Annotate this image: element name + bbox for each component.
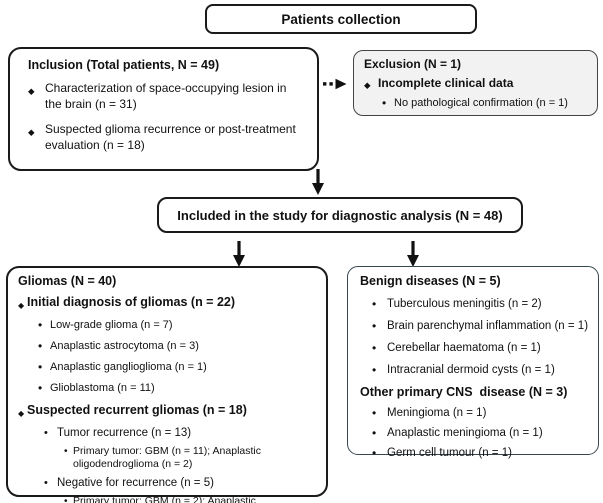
recurrent-item: • Tumor recurrence (n = 13) [44, 426, 318, 440]
recurrent-gliomas-label: Suspected recurrent gliomas (n = 18) [27, 403, 247, 417]
gliomas-header: Gliomas (N = 40) [18, 274, 117, 288]
recurrent-item-detail: • Primary tumor: GBM (n = 2); Anaplastic… [64, 495, 316, 503]
inclusion-header: Inclusion (Total patients, N = 49) [28, 58, 220, 72]
diamond-bullet-icon: ◆ [18, 409, 25, 418]
exclusion-item: ◆ Incomplete clinical data [364, 76, 589, 93]
recurrent-item-detail: • Primary tumor: GBM (n = 11); Anaplasti… [64, 445, 316, 471]
inclusion-item: ◆ Suspected glioma recurrence or post-tr… [28, 121, 303, 153]
gliomas-subitem: • Anaplastic ganglioglioma (n = 1) [38, 361, 318, 374]
initial-diagnosis-label: Initial diagnosis of gliomas (n = 22) [27, 295, 236, 309]
recurrent-item-detail-label: Primary tumor: GBM (n = 11); Anaplastic … [73, 445, 261, 470]
gliomas-subitem-label: Low-grade glioma (n = 7) [50, 319, 173, 331]
round-bullet-icon: • [64, 496, 68, 503]
benign-item: • Tuberculous meningitis (n = 2) [372, 297, 590, 311]
benign-item: • Intracranial dermoid cysts (n = 1) [372, 363, 590, 377]
round-bullet-icon: • [38, 381, 43, 395]
title-box: Patients collection [205, 4, 477, 34]
round-bullet-icon: • [382, 96, 387, 110]
benign-item-label: Brain parenchymal inflammation (n = 1) [387, 320, 589, 332]
round-bullet-icon: • [372, 341, 377, 355]
exclusion-subitem-label: No pathological confirmation (n = 1) [394, 97, 568, 109]
flowchart-title: Patients collection [281, 11, 401, 27]
round-bullet-icon: • [372, 319, 377, 333]
other-cns-item-label: Meningioma (n = 1) [387, 407, 487, 419]
exclusion-box: Exclusion (N = 1) ◆ Incomplete clinical … [353, 50, 598, 116]
recurrent-gliomas-header: ◆ Suspected recurrent gliomas (n = 18) [18, 403, 318, 421]
round-bullet-icon: • [38, 339, 43, 353]
diamond-bullet-icon: ◆ [28, 127, 35, 137]
round-bullet-icon: • [372, 406, 377, 420]
gliomas-subitem: • Glioblastoma (n = 11) [38, 382, 318, 395]
round-bullet-icon: • [44, 427, 48, 439]
dotted-arrow-icon [323, 78, 349, 90]
benign-item-label: Intracranial dermoid cysts (n = 1) [387, 364, 555, 376]
round-bullet-icon: • [64, 446, 68, 457]
gliomas-subitem: • Anaplastic astrocytoma (n = 3) [38, 340, 318, 353]
round-bullet-icon: • [38, 318, 43, 332]
other-cns-item: • Anaplastic meningioma (n = 1) [372, 426, 590, 440]
benign-box: Benign diseases (N = 5) • Tuberculous me… [347, 266, 599, 460]
inclusion-item-label: Suspected glioma recurrence or post-trea… [45, 122, 296, 152]
exclusion-subitem: • No pathological confirmation (n = 1) [382, 96, 589, 110]
benign-item-label: Tuberculous meningitis (n = 2) [387, 298, 542, 310]
benign-item: • Brain parenchymal inflammation (n = 1) [372, 319, 590, 333]
benign-item: • Cerebellar haematoma (n = 1) [372, 341, 590, 355]
gliomas-subitem-label: Anaplastic ganglioglioma (n = 1) [50, 361, 207, 373]
down-arrow-icon [405, 241, 421, 267]
round-bullet-icon: • [38, 360, 43, 374]
round-bullet-icon: • [372, 426, 377, 440]
inclusion-item-label: Characterization of space-occupying lesi… [45, 81, 287, 111]
recurrent-item-label: Tumor recurrence (n = 13) [57, 427, 192, 439]
round-bullet-icon: • [44, 477, 48, 489]
included-label: Included in the study for diagnostic ana… [177, 207, 503, 223]
exclusion-item-label: Incomplete clinical data [378, 76, 514, 90]
gliomas-box: Gliomas (N = 40) ◆ Initial diagnosis of … [6, 266, 328, 503]
other-cns-item-label: Anaplastic meningioma (n = 1) [387, 427, 543, 439]
other-cns-item: • Germ cell tumour (n = 1) [372, 446, 590, 460]
recurrent-item-detail-label: Primary tumor: GBM (n = 2); Anaplastic a… [73, 495, 256, 503]
included-box: Included in the study for diagnostic ana… [157, 197, 523, 233]
gliomas-subitem-label: Glioblastoma (n = 11) [50, 382, 155, 394]
down-arrow-icon [310, 169, 326, 195]
round-bullet-icon: • [372, 446, 377, 460]
recurrent-item-label: Negative for recurrence (n = 5) [57, 477, 214, 489]
round-bullet-icon: • [372, 363, 377, 377]
other-cns-item: • Meningioma (n = 1) [372, 406, 590, 420]
diamond-bullet-icon: ◆ [364, 80, 371, 90]
initial-diagnosis-header: ◆ Initial diagnosis of gliomas (n = 22) [18, 295, 318, 313]
gliomas-subitem-label: Anaplastic astrocytoma (n = 3) [50, 340, 199, 352]
diamond-bullet-icon: ◆ [18, 301, 25, 310]
recurrent-item: • Negative for recurrence (n = 5) [44, 476, 318, 490]
gliomas-subitem: • Low-grade glioma (n = 7) [38, 319, 318, 332]
benign-header: Benign diseases (N = 5) [360, 274, 501, 288]
inclusion-box: Inclusion (Total patients, N = 49) ◆ Cha… [8, 47, 319, 171]
round-bullet-icon: • [372, 297, 377, 311]
benign-item-label: Cerebellar haematoma (n = 1) [387, 342, 541, 354]
other-cns-header: Other primary CNS disease (N = 3) [360, 385, 568, 399]
inclusion-item: ◆ Characterization of space-occupying le… [28, 80, 303, 112]
exclusion-header: Exclusion (N = 1) [364, 57, 462, 71]
diamond-bullet-icon: ◆ [28, 86, 35, 96]
other-cns-item-label: Germ cell tumour (n = 1) [387, 447, 512, 459]
down-arrow-icon [231, 241, 247, 267]
